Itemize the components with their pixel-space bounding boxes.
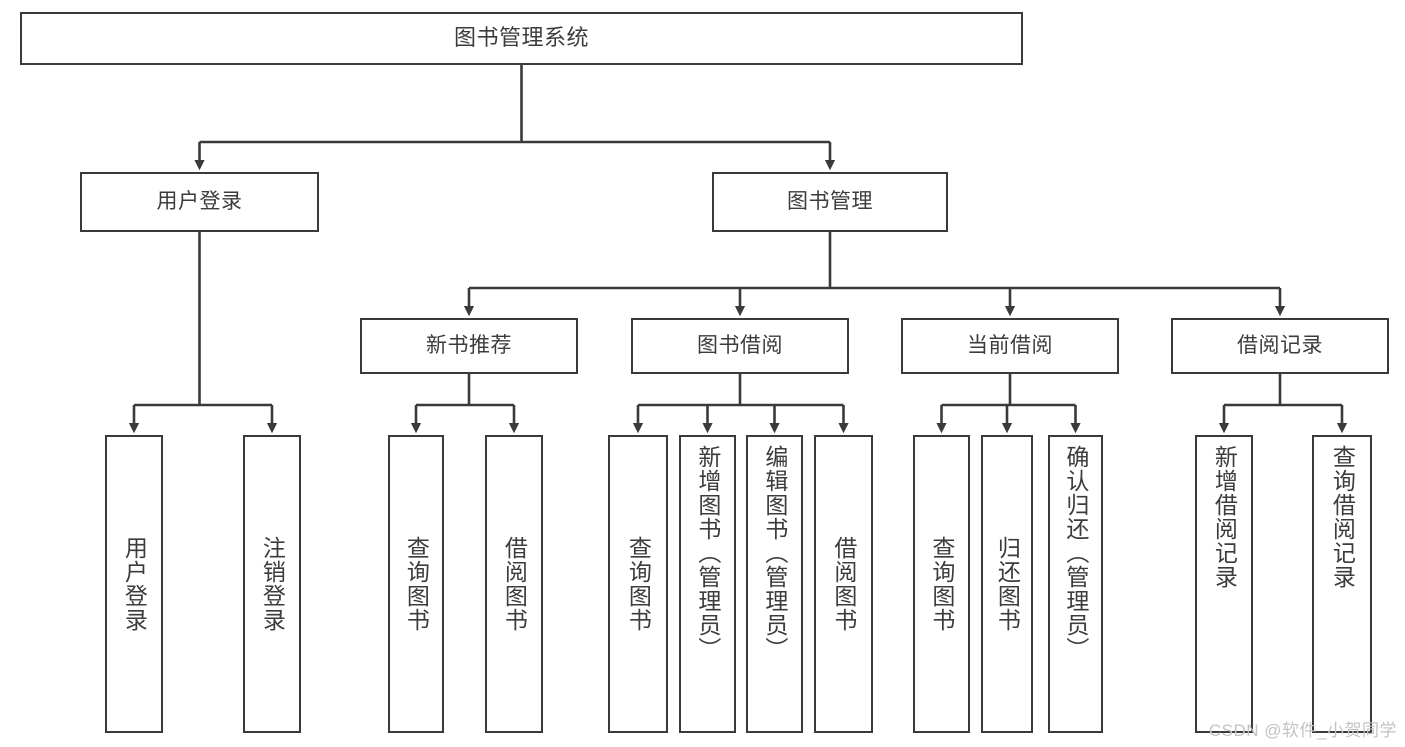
node-label: 图书借阅 — [697, 334, 783, 358]
node-leaf-return-book[interactable]: 归还图书 — [981, 435, 1033, 733]
node-label: 当前借阅 — [967, 334, 1053, 358]
node-leaf-query-book-2[interactable]: 查询图书 — [608, 435, 668, 733]
node-new-book-rec[interactable]: 新书推荐 — [360, 318, 578, 374]
node-leaf-query-book-1[interactable]: 查询图书 — [388, 435, 444, 733]
node-label: 新增图书（管理员） — [694, 445, 721, 661]
node-label: 查询借阅记录 — [1329, 445, 1356, 589]
node-leaf-query-record[interactable]: 查询借阅记录 — [1312, 435, 1372, 733]
watermark-label: CSDN @软件_小贺同学 — [1208, 721, 1397, 740]
node-label: 图书管理 — [787, 190, 873, 214]
node-label: 注销登录 — [259, 536, 286, 632]
node-leaf-user-logout[interactable]: 注销登录 — [243, 435, 301, 733]
node-current-borrow[interactable]: 当前借阅 — [901, 318, 1119, 374]
node-label: 用户登录 — [121, 536, 148, 632]
node-label: 借阅图书 — [501, 536, 528, 632]
node-label: 新书推荐 — [426, 334, 512, 358]
node-label: 借阅记录 — [1237, 334, 1323, 358]
node-leaf-user-login[interactable]: 用户登录 — [105, 435, 163, 733]
node-label: 查询图书 — [625, 536, 652, 632]
node-leaf-add-record[interactable]: 新增借阅记录 — [1195, 435, 1253, 733]
node-leaf-borrow-book-2[interactable]: 借阅图书 — [814, 435, 873, 733]
node-book-borrow[interactable]: 图书借阅 — [631, 318, 849, 374]
node-leaf-confirm-return[interactable]: 确认归还（管理员） — [1048, 435, 1103, 733]
node-root[interactable]: 图书管理系统 — [20, 12, 1023, 65]
node-book-manage[interactable]: 图书管理 — [712, 172, 948, 232]
node-label: 新增借阅记录 — [1211, 445, 1238, 589]
node-label: 用户登录 — [156, 190, 243, 214]
node-user-login[interactable]: 用户登录 — [80, 172, 319, 232]
node-label: 查询图书 — [403, 536, 430, 632]
node-leaf-borrow-book-1[interactable]: 借阅图书 — [485, 435, 543, 733]
node-label: 编辑图书（管理员） — [761, 445, 788, 661]
node-label: 确认归还（管理员） — [1062, 445, 1089, 661]
node-leaf-add-book[interactable]: 新增图书（管理员） — [679, 435, 736, 733]
node-label: 查询图书 — [928, 536, 955, 632]
node-label: 图书管理系统 — [453, 25, 589, 51]
node-borrow-record[interactable]: 借阅记录 — [1171, 318, 1389, 374]
node-label: 借阅图书 — [830, 536, 857, 632]
node-leaf-edit-book[interactable]: 编辑图书（管理员） — [746, 435, 803, 733]
node-label: 归还图书 — [994, 536, 1021, 632]
node-leaf-query-book-3[interactable]: 查询图书 — [913, 435, 970, 733]
